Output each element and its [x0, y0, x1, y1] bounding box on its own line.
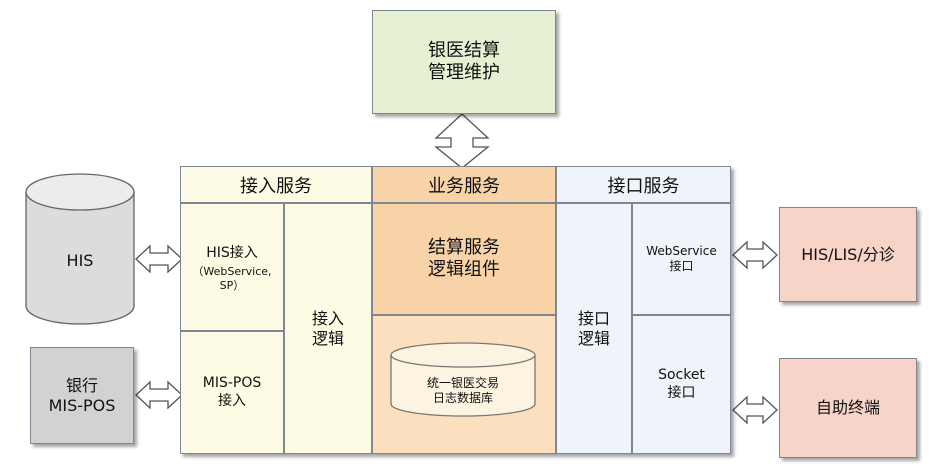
header-access-label: 接入服务	[240, 175, 312, 197]
header-interface-label: 接口服务	[607, 175, 680, 197]
socket-interface-box: Socket 接口	[632, 315, 731, 454]
access-logic-box: 接入 逻辑	[284, 203, 372, 454]
his-database-cylinder-icon	[25, 173, 135, 325]
his-system-label: HIS	[66, 250, 94, 270]
interface-logic-box: 接口 逻辑	[556, 203, 632, 454]
his-access-box: HIS接入 （WebService, SP）	[180, 203, 284, 331]
mispos-access-label: MIS-POS 接入	[202, 375, 262, 409]
settlement-component-box: 结算服务 逻辑组件	[372, 203, 556, 315]
self-service-kiosk-label: 自助终端	[815, 398, 880, 417]
access-logic-label: 接入 逻辑	[311, 308, 344, 348]
interface-logic-label: 接口 逻辑	[577, 308, 610, 348]
his-system-label-wrap: HIS	[26, 240, 134, 280]
socket-interface-label: Socket 接口	[658, 367, 705, 401]
webservice-interface-box: WebService 接口	[632, 203, 731, 315]
transaction-log-db-label: 统一银医交易 日志数据库	[426, 376, 499, 405]
bank-mispos-box: 银行 MIS-POS	[30, 347, 134, 444]
header-interface-service: 接口服务	[556, 166, 731, 203]
double-arrow-webservice	[732, 240, 778, 270]
self-service-kiosk-box: 自助终端	[779, 358, 917, 458]
management-label: 银医结算 管理维护	[428, 39, 500, 84]
settlement-component-label: 结算服务 逻辑组件	[428, 236, 500, 281]
transaction-log-db-label-wrap: 统一银医交易 日志数据库	[391, 369, 535, 413]
header-business-label: 业务服务	[428, 175, 500, 197]
header-access-service: 接入服务	[180, 166, 372, 203]
his-lis-triage-label: HIS/LIS/分诊	[801, 244, 895, 264]
double-arrow-socket	[732, 395, 778, 425]
database-cylinder-icon	[390, 342, 536, 417]
his-lis-triage-box: HIS/LIS/分诊	[779, 207, 917, 302]
his-access-subtitle: （WebService, SP）	[192, 264, 272, 292]
webservice-interface-label: WebService 接口	[646, 244, 717, 273]
mispos-access-box: MIS-POS 接入	[180, 331, 284, 454]
management-box: 银医结算 管理维护	[372, 10, 556, 114]
his-access-title: HIS接入	[206, 244, 258, 261]
bank-mispos-label: 银行 MIS-POS	[48, 375, 116, 415]
header-business-service: 业务服务	[372, 166, 556, 203]
